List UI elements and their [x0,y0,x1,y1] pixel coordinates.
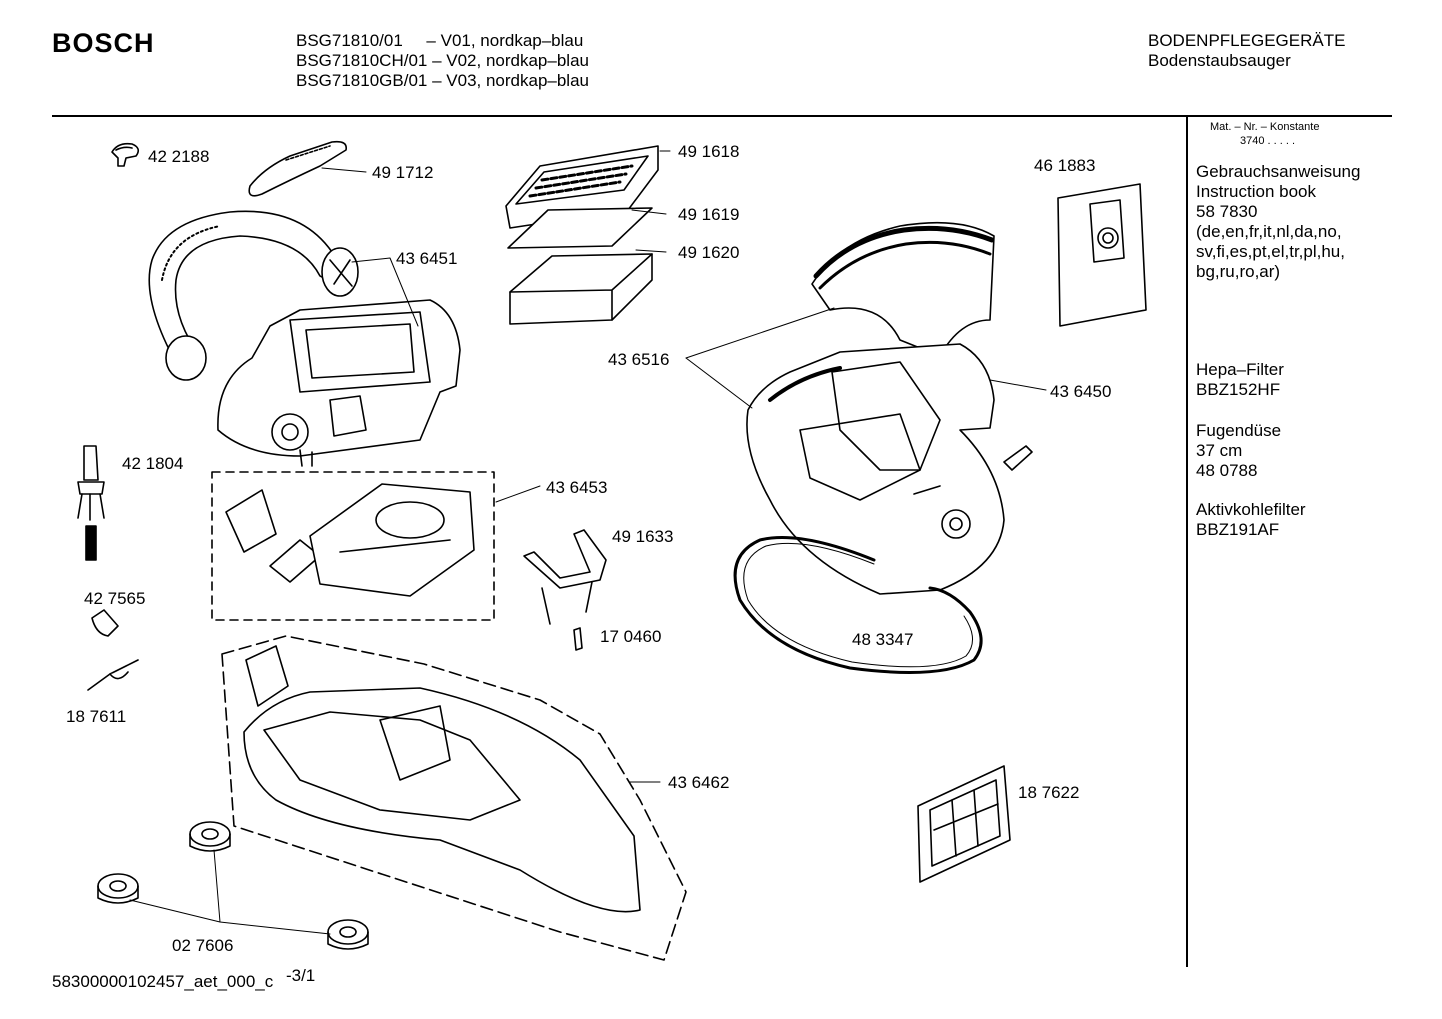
page-number: -3/1 [285,966,316,985]
hose-handle-drawing [148,210,359,381]
motor-carrier-group-drawing [211,471,495,621]
sidebar-line: bg,ru,ro,ar) [1196,262,1281,281]
part-label: 43 6451 [396,249,458,268]
sidebar-block-hepa: Hepa–Filter BBZ152HF [1196,360,1284,400]
part-label: 49 1619 [678,205,740,224]
header-rule [52,115,1392,117]
main-body-drawing [746,343,1005,595]
nozzle-part-drawing [1003,445,1033,471]
filter-mat-drawing [507,207,653,249]
sidebar-block-carbon: Aktivkohlefilter BBZ191AF [1196,500,1306,540]
dust-bag-drawing [1057,183,1147,327]
part-label: 49 1712 [372,163,434,182]
document-footer: 58300000102457_aet_000_c -3/1 [52,966,315,992]
sidebar-line: 37 cm [1196,441,1243,460]
sidebar-line: 58 7830 [1196,202,1258,221]
part-label: 43 6453 [546,478,608,497]
bulb-drawing [77,445,105,561]
cable-connector-drawing [87,659,139,691]
part-label: 02 7606 [172,936,234,955]
document-id: 58300000102457_aet_000_c [52,972,274,991]
handle-cover-drawing [248,140,348,197]
part-label: 43 6450 [1050,382,1112,401]
switch-part-drawing [91,609,119,637]
mat-nr-block: Mat. – Nr. – Konstante 3740 . . . . . [1210,120,1319,148]
bracket-drawing [523,529,607,625]
sidebar-line: BBZ152HF [1196,380,1281,399]
category-subtitle: Bodenstaubsauger [1148,51,1291,70]
filter-pad-drawing [509,253,653,325]
part-label: 17 0460 [600,627,662,646]
part-label: 18 7611 [66,707,127,726]
sidebar-line: Gebrauchsanweisung [1196,162,1361,181]
category-title: BODENPFLEGEGERÄTE [1148,31,1346,50]
sidebar-line: 48 0788 [1196,461,1258,480]
base-housing-drawing [221,635,687,961]
clip-part-drawing [111,142,140,167]
power-cord-drawing [733,536,983,674]
part-label: 43 6462 [668,773,730,792]
part-label: 49 1618 [678,142,740,161]
mat-nr-header: Mat. – Nr. – Konstante [1210,121,1320,133]
part-label: 48 3347 [852,630,914,649]
sidebar-line: Instruction book [1196,182,1317,201]
part-label: 43 6516 [608,350,670,369]
sidebar-block-nozzle: Fugendüse 37 cm 48 0788 [1196,421,1281,481]
sidebar-line: Fugendüse [1196,421,1282,440]
sidebar-block-manual: Gebrauchsanweisung Instruction book 58 7… [1196,162,1360,282]
part-label: 49 1620 [678,243,740,262]
model-line: BSG71810/01 – V01, nordkap–blau [296,31,584,50]
filter-frame-drawing [917,765,1011,883]
sidebar-divider [1186,115,1188,967]
upper-housing-drawing [217,299,461,467]
sidebar-line: sv,fi,es,pt,el,tr,pl,hu, [1196,242,1345,261]
sidebar-line: (de,en,fr,it,nl,da,no, [1196,222,1342,241]
model-line: BSG71810CH/01 – V02, nordkap–blau [296,51,589,70]
part-label: 42 2188 [148,147,210,166]
model-line: BSG71810GB/01 – V03, nordkap–blau [296,71,589,90]
small-plate-drawing [573,627,583,651]
hepa-filter-drawing [505,145,659,229]
mat-nr-value: 3740 . . . . . [1240,135,1296,147]
category-block: BODENPFLEGEGERÄTE Bodenstaubsauger [1148,31,1345,71]
sidebar-line: BBZ191AF [1196,520,1280,539]
part-label: 42 7565 [84,589,146,608]
leader-lines [129,150,1047,935]
part-label: 49 1633 [612,527,674,546]
sidebar-line: Aktivkohlefilter [1196,500,1306,519]
cover-lid-drawing [811,221,995,357]
part-label: 18 7622 [1018,783,1080,802]
part-label: 46 1883 [1034,156,1096,175]
castor-wheel-drawing [97,821,369,950]
part-label: 42 1804 [122,454,184,473]
sidebar-line: Hepa–Filter [1196,360,1284,379]
brand-logo: BOSCH [52,28,155,58]
model-list: BSG71810/01 – V01, nordkap–blau BSG71810… [296,31,589,91]
